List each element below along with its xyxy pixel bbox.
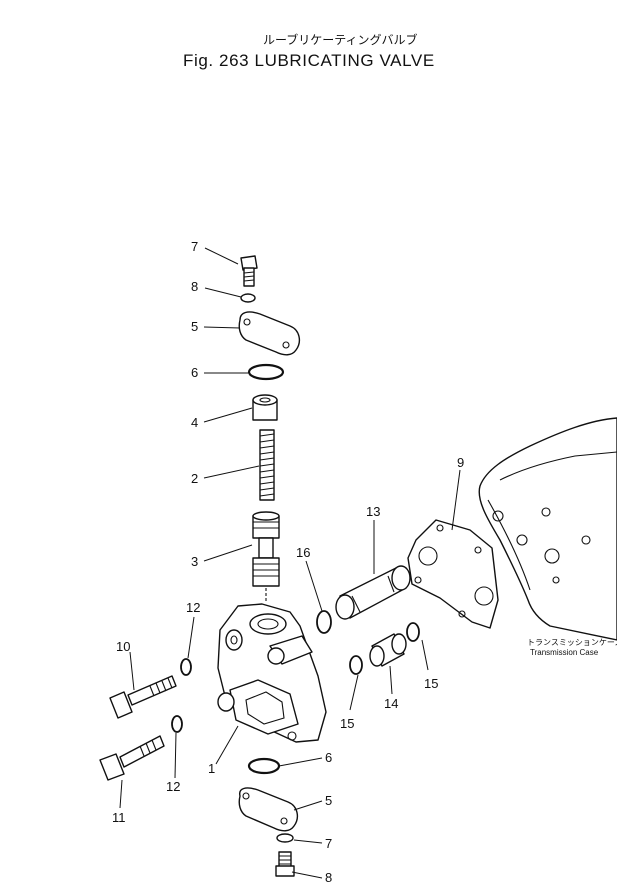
title-japanese: ルーブリケーティングバルブ (263, 32, 418, 47)
cover-plate-bottom (238, 787, 299, 832)
callout-5-top: 5 (191, 319, 198, 334)
leader-lines (119, 247, 461, 879)
callout-8-bottom: 8 (325, 870, 332, 884)
valve-body (217, 603, 327, 743)
callout-6-bottom: 6 (325, 750, 332, 765)
callout-12-top: 12 (186, 600, 200, 615)
o-ring-bottom (247, 757, 281, 775)
bolt-10 (109, 675, 177, 719)
bolt-bottom (275, 851, 295, 877)
o-ring-16 (316, 610, 332, 634)
callout-12-bottom: 12 (166, 779, 180, 794)
callout-14: 14 (384, 696, 398, 711)
o-ring-15-right (406, 622, 420, 642)
cover-plate-top (238, 311, 301, 356)
callout-10: 10 (116, 639, 130, 654)
o-ring-15-left (349, 655, 363, 675)
bolt-11 (99, 735, 165, 781)
spring (259, 429, 275, 501)
lock-washer-top (240, 293, 256, 303)
washer-12-top (180, 658, 192, 676)
callout-3: 3 (191, 554, 198, 569)
gasket (407, 519, 499, 629)
callout-7-bottom: 7 (325, 836, 332, 851)
callout-5-bottom: 5 (325, 793, 332, 808)
washer-12-bottom (171, 715, 183, 733)
lock-washer-bottom (276, 833, 294, 843)
callout-8-top: 8 (191, 279, 198, 294)
callout-7-top: 7 (191, 239, 198, 254)
callout-2: 2 (191, 471, 198, 486)
valve-spool (252, 511, 280, 602)
bolt-top (240, 255, 258, 287)
callout-13: 13 (366, 504, 380, 519)
callout-6-top: 6 (191, 365, 198, 380)
callout-16: 16 (296, 545, 310, 560)
transmission-case-label-english: Transmission Case (530, 648, 599, 657)
callout-4: 4 (191, 415, 198, 430)
callout-15-right: 15 (424, 676, 438, 691)
callout-1: 1 (208, 761, 215, 776)
o-ring-top (247, 363, 285, 381)
callout-11: 11 (112, 810, 126, 825)
title-english: Fig. 263 LUBRICATING VALVE (183, 51, 435, 70)
transmission-case-label-japanese: トランスミッションケース (527, 638, 617, 647)
spring-seat (252, 394, 278, 421)
small-sleeve (369, 633, 407, 667)
callout-15-mid: 15 (340, 716, 354, 731)
sleeve (335, 565, 411, 620)
callout-9: 9 (457, 455, 464, 470)
transmission-case (478, 417, 617, 641)
